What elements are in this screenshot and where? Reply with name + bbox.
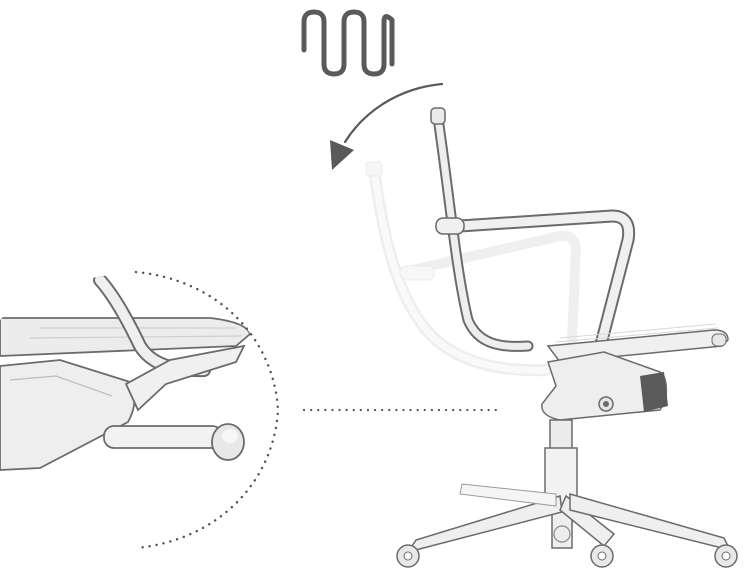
caster-wheel	[554, 526, 570, 542]
reclined-backrest-ghost	[366, 162, 576, 370]
tilt-mechanism	[542, 352, 668, 420]
lever-detail-callout	[0, 260, 290, 560]
spring-tension-icon	[304, 12, 392, 74]
caster-wheel	[397, 545, 419, 567]
caster-wheel	[715, 545, 737, 567]
caster-wheel	[591, 545, 613, 567]
recline-arrow-icon	[330, 84, 442, 170]
